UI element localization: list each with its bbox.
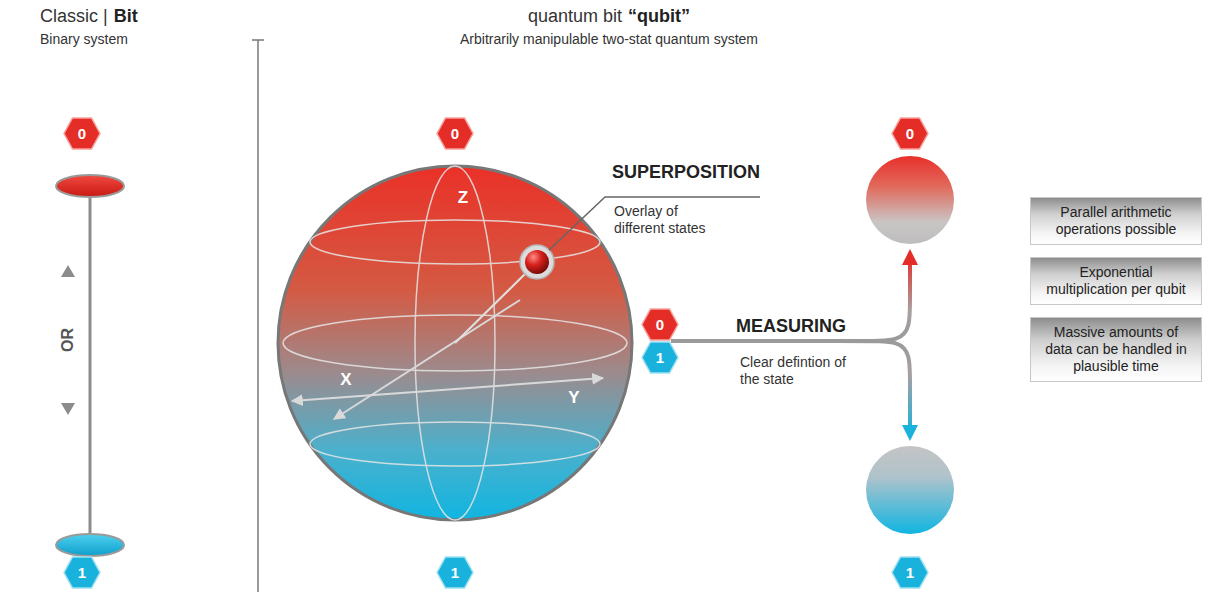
divider-line bbox=[257, 40, 259, 592]
section-title: Bit bbox=[114, 6, 138, 28]
outcome-disc-shape bbox=[866, 156, 954, 244]
divider-cap bbox=[252, 39, 264, 41]
benefit-text: Exponential multiplication per qubit bbox=[1039, 264, 1193, 298]
measurement-arrow bbox=[671, 255, 910, 341]
leader-line bbox=[549, 197, 760, 250]
callout-heading: SUPERPOSITION bbox=[612, 162, 760, 184]
measurement-arrow bbox=[671, 341, 910, 435]
state-digit: 1 bbox=[78, 565, 86, 580]
hexagon-outline bbox=[892, 557, 928, 588]
axis-label: Y bbox=[568, 388, 579, 408]
hexagon-outline bbox=[437, 118, 473, 149]
state-vector bbox=[455, 271, 528, 343]
benefit-text: Massive amounts of data can be handled i… bbox=[1039, 324, 1193, 375]
state-digit: 1 bbox=[451, 565, 459, 580]
benefit-text: Parallel arithmetic operations possible bbox=[1039, 204, 1193, 238]
outcome-disc bbox=[865, 445, 955, 535]
qubit-pole-hexagon: 1 bbox=[436, 556, 474, 589]
bit-zero-disc bbox=[56, 175, 124, 197]
state-digit: 0 bbox=[78, 126, 86, 141]
state-badge: 0 bbox=[891, 117, 929, 150]
state-ball bbox=[525, 250, 549, 274]
benefit-box: Parallel arithmetic operations possible bbox=[1030, 197, 1202, 245]
benefit-box: Massive amounts of data can be handled i… bbox=[1030, 317, 1202, 382]
axis-label: Z bbox=[458, 188, 468, 208]
section-subtitle: Arbitrarily manipulable two-stat quantum… bbox=[460, 31, 758, 48]
callout-text: Clear defintion of the state bbox=[740, 354, 850, 388]
up-triangle bbox=[61, 265, 75, 277]
hexagon-outline bbox=[437, 557, 473, 588]
bit-one-disc bbox=[56, 534, 124, 556]
state-ring bbox=[520, 245, 554, 279]
title-group: quantum bit “qubit” bbox=[528, 6, 690, 28]
section-title: Classic | bbox=[40, 6, 108, 28]
section-title: “qubit” bbox=[628, 6, 690, 28]
callout-text: Overlay of different states bbox=[614, 203, 730, 237]
hexagon-outline bbox=[64, 557, 100, 588]
qubit-pole-hexagon: 0 bbox=[436, 117, 474, 150]
state-digit: 1 bbox=[906, 565, 914, 580]
hexagon-outline bbox=[642, 342, 678, 373]
bit-bar bbox=[89, 186, 92, 545]
section-title: quantum bit bbox=[528, 6, 622, 28]
x-axis bbox=[334, 300, 520, 419]
down-triangle bbox=[61, 403, 75, 415]
sphere-grid bbox=[283, 166, 627, 520]
hexagon-outline bbox=[64, 118, 100, 149]
callout-heading: MEASURING bbox=[736, 316, 846, 338]
section-subtitle: Binary system bbox=[40, 31, 128, 48]
state-digit: 0 bbox=[906, 126, 914, 141]
or-label: OR bbox=[58, 328, 77, 352]
bit-state-hexagon: 1 bbox=[63, 556, 101, 589]
y-axis bbox=[292, 378, 603, 401]
state-digit: 1 bbox=[641, 341, 679, 374]
title-group: Classic | Bit bbox=[40, 6, 138, 28]
state-digit: 0 bbox=[451, 126, 459, 141]
state-badge: 1 bbox=[891, 556, 929, 589]
state-digit: 0 bbox=[641, 308, 679, 341]
outcome-circle: 1 bbox=[865, 445, 955, 535]
measured-state-hexagons: 01 bbox=[641, 308, 679, 374]
bloch-sphere bbox=[278, 166, 632, 520]
hexagon-outline bbox=[642, 309, 678, 340]
outcome-disc bbox=[865, 155, 955, 245]
latitude-ring bbox=[310, 422, 600, 466]
outcome-circle: 0 bbox=[865, 155, 955, 245]
outcome-disc-shape bbox=[866, 446, 954, 534]
bit-state-hexagon: 0 bbox=[63, 117, 101, 150]
axis-label: X bbox=[340, 370, 351, 390]
hexagon-outline bbox=[892, 118, 928, 149]
benefit-box: Exponential multiplication per qubit bbox=[1030, 257, 1202, 305]
